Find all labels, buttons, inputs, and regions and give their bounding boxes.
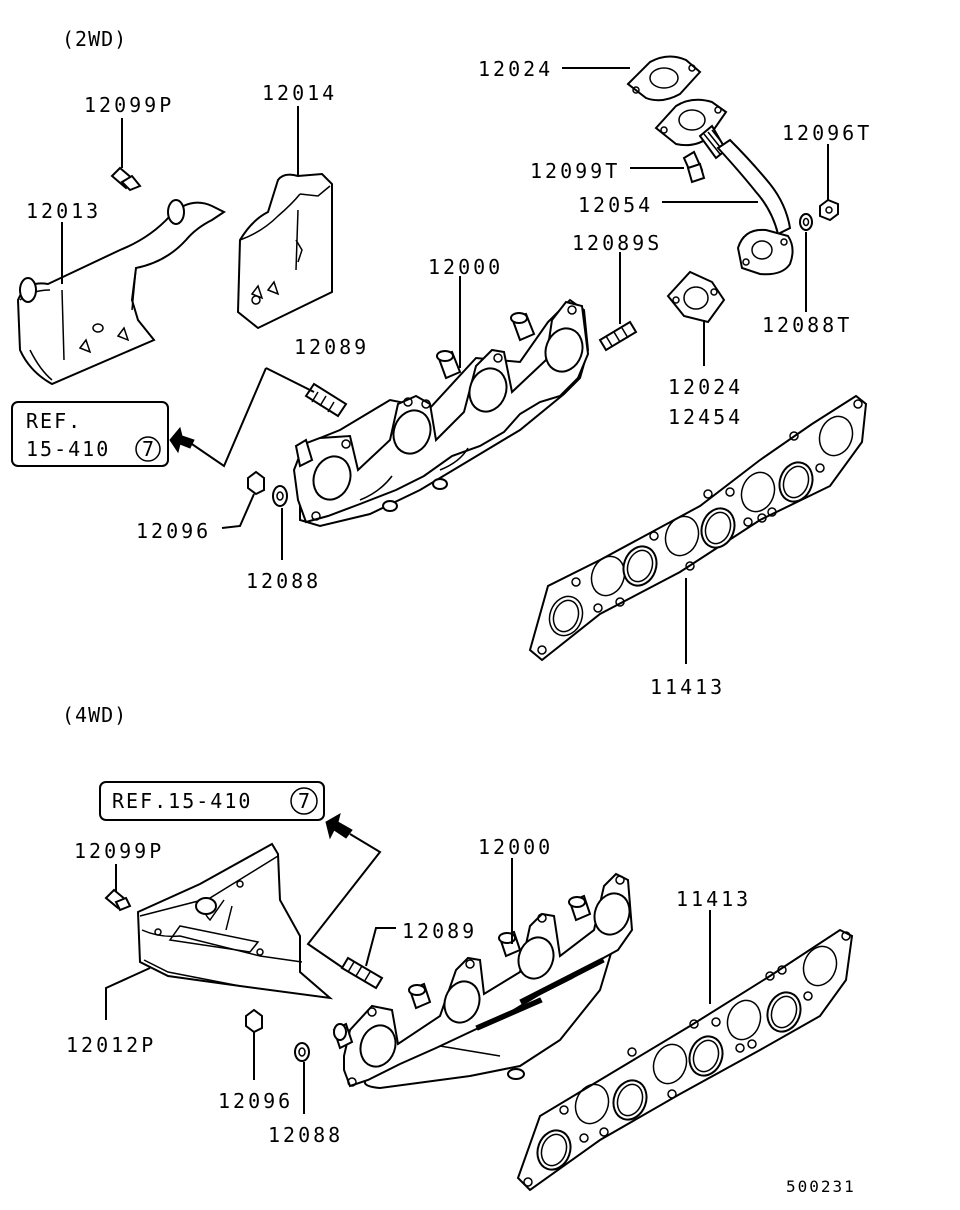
label-12088-top: 12088 [246,569,321,593]
nut-12096t [819,198,839,222]
stud-12089-top [304,382,348,418]
label-11413-top: 11413 [650,675,725,699]
label-12096t: 12096T [782,121,872,145]
exhaust-manifold-12000-top [292,298,590,528]
egr-pipe-12054 [654,98,794,276]
label-11413-bottom: 11413 [676,887,751,911]
label-12054: 12054 [578,193,653,217]
label-12099t: 12099T [530,159,620,183]
label-12000-top: 12000 [428,255,503,279]
ref-top-line1: REF. [26,409,82,433]
diagram-code: 500231 [786,1177,856,1196]
label-12014: 12014 [262,81,337,105]
label-12089-top: 12089 [294,335,369,359]
gasket-12024-top [626,55,702,102]
bolt-12099t [682,150,706,184]
arrow-ref-top [169,426,195,454]
ref-box-top: REF. 15-410 7 [11,401,169,467]
label-12000-bottom: 12000 [478,835,553,859]
ref-top-line2: 15-410 [26,437,110,461]
exhaust-manifold-12000-bottom [332,872,634,1090]
ref-box-bottom: REF.15-410 7 [99,781,325,821]
label-12024-mid: 12024 [668,375,743,399]
bolt-12099p-bottom [104,888,132,912]
nut-12096-bottom [245,1008,263,1034]
ref-top-circled: 7 [142,437,156,461]
heat-shield-12012p [136,842,334,1000]
bolt-12099p-top [110,166,142,192]
ref-bottom-circled: 7 [298,789,312,813]
label-12099p-top: 12099P [84,93,174,117]
label-12454: 12454 [668,405,743,429]
ref-bottom-text: REF.15-410 [112,789,252,813]
label-12024-top: 12024 [478,57,553,81]
gasket-11413-top [528,394,868,662]
heat-shield-12013 [16,199,226,386]
stud-12089s [598,320,638,352]
washer-12088t [799,213,813,231]
label-12096-top: 12096 [136,519,211,543]
label-12096-bottom: 12096 [218,1089,293,1113]
washer-12088-bottom [294,1042,310,1062]
gasket-11413-bottom [516,928,854,1192]
section-2wd-title: (2WD) [62,27,127,51]
label-12088t: 12088T [762,313,852,337]
label-12088-bottom: 12088 [268,1123,343,1147]
label-12089-bottom: 12089 [402,919,477,943]
stud-12089-bottom [340,956,384,990]
label-12012p: 12012P [66,1033,156,1057]
label-12089s: 12089S [572,231,662,255]
heat-shield-12014 [236,172,333,330]
label-12013: 12013 [26,199,101,223]
label-12099p-bottom: 12099P [74,839,164,863]
nut-12096-top [247,470,265,496]
section-4wd-title: (4WD) [62,703,127,727]
washer-12088-top [272,485,288,507]
arrow-ref-bottom [325,812,353,840]
gasket-12024-12454 [666,270,726,324]
